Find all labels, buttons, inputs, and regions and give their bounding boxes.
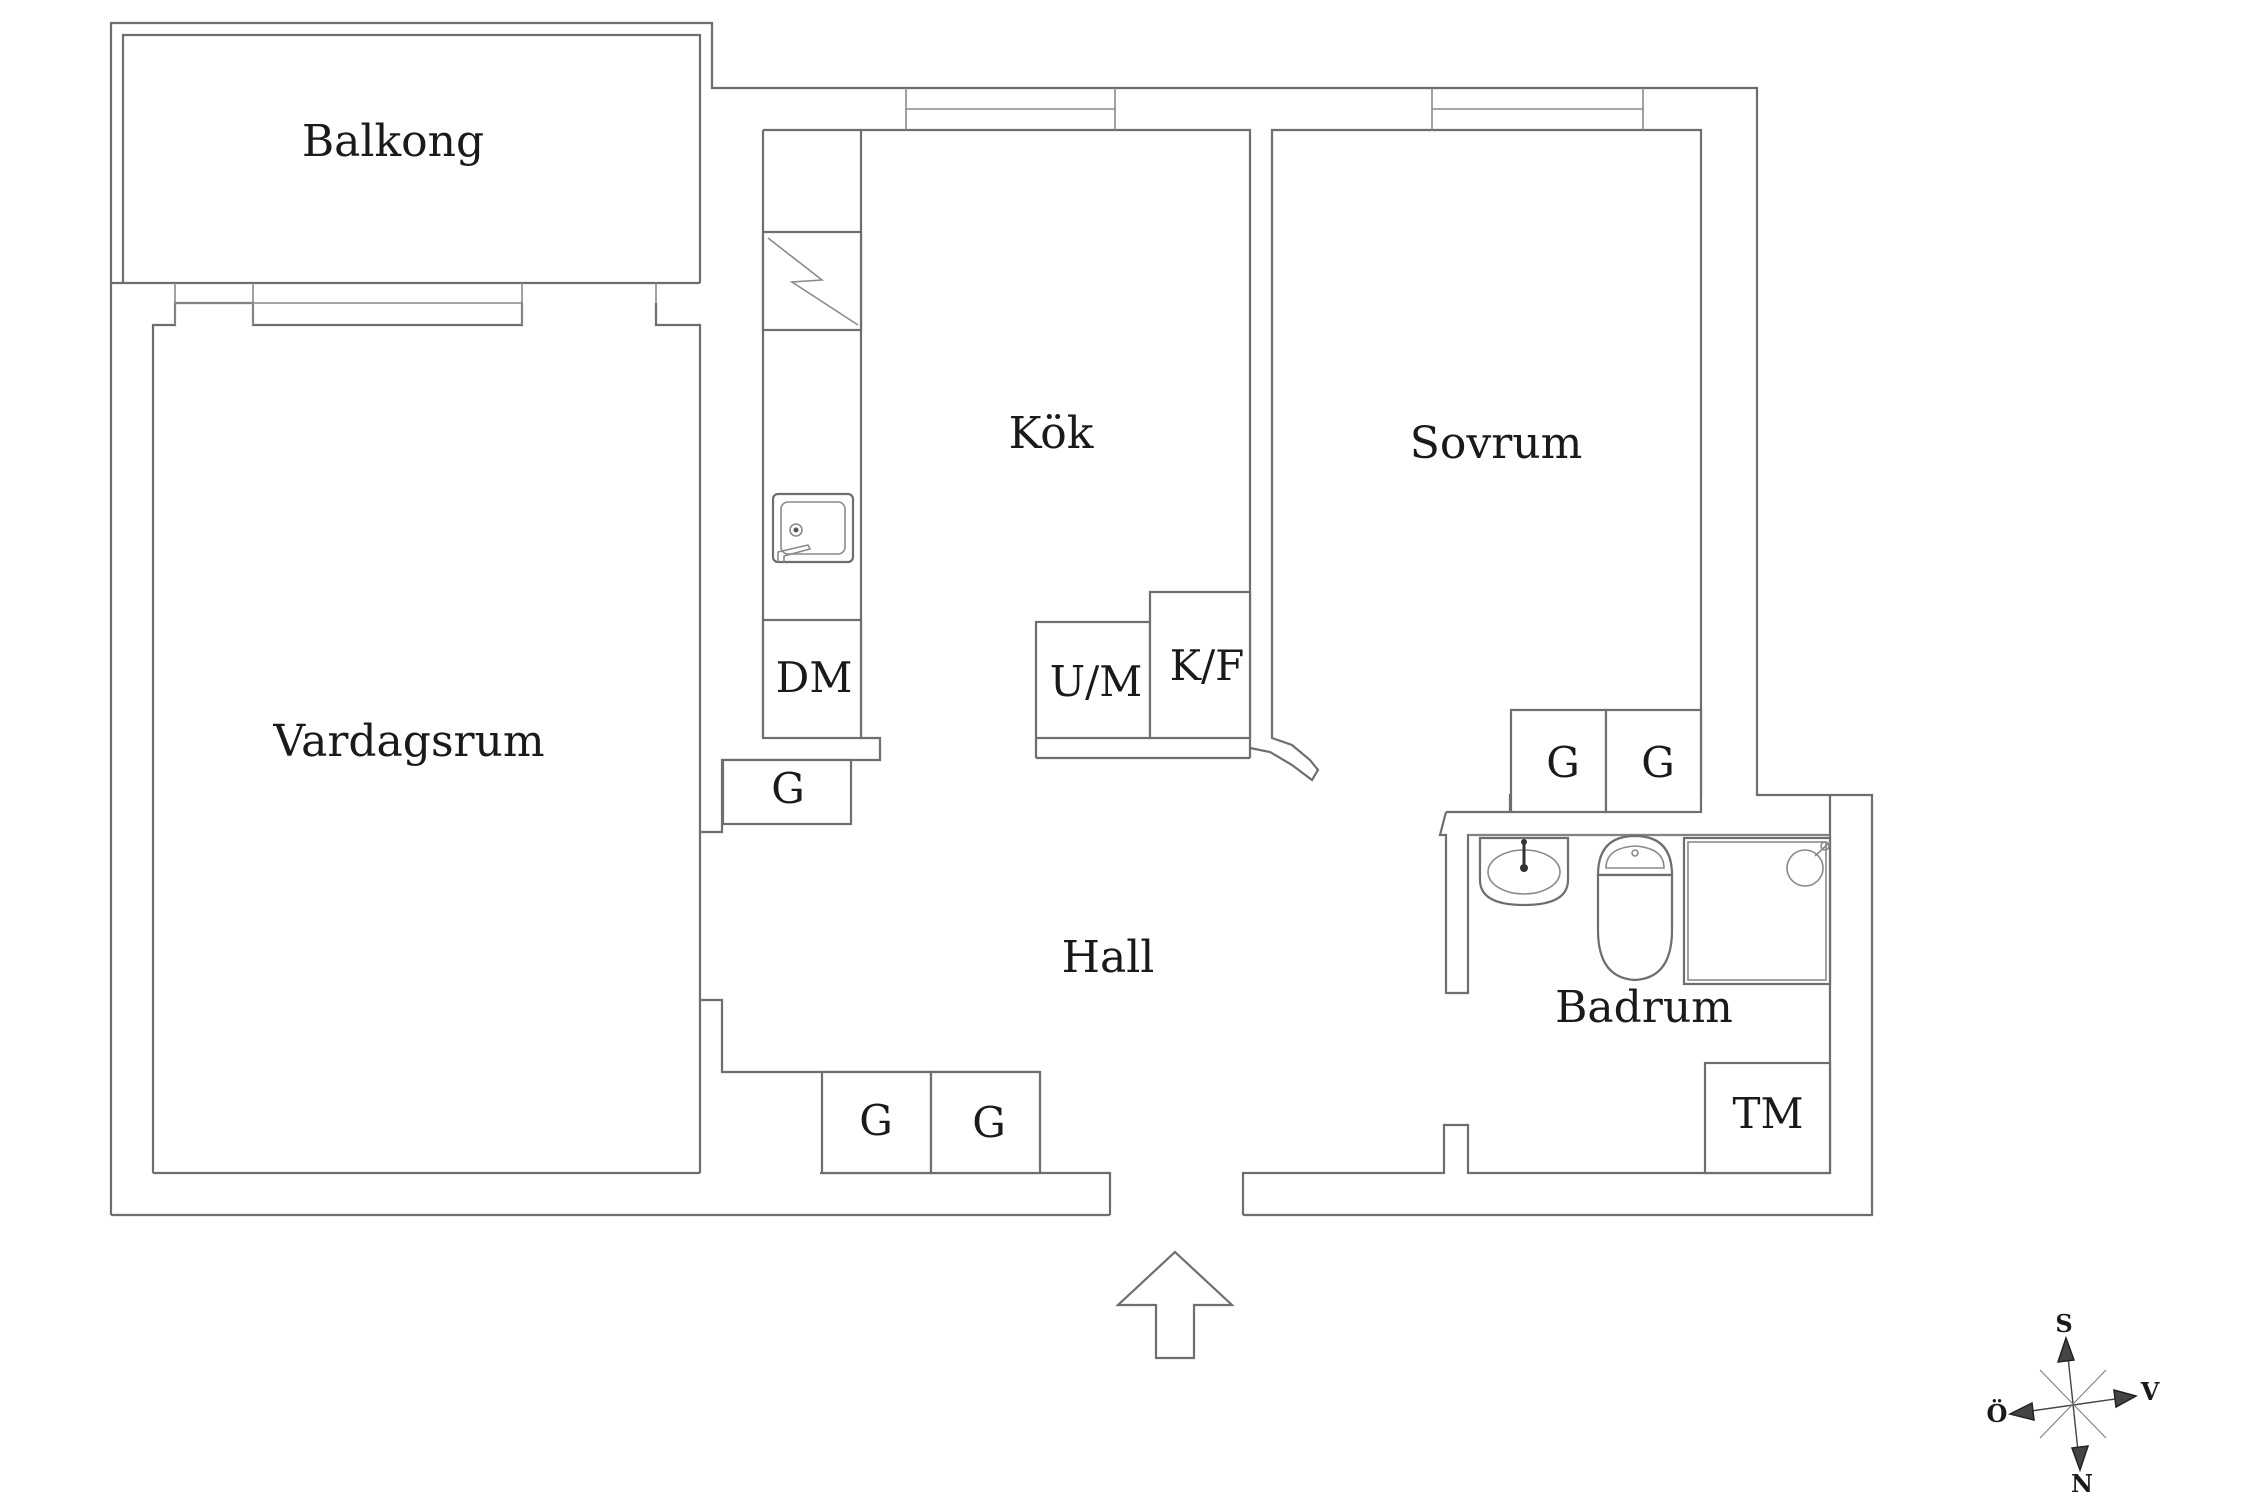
compass-north: N	[2071, 1469, 2093, 1498]
wardrobes	[721, 708, 1703, 1175]
room-label-sovrum: Sovrum	[1410, 418, 1583, 469]
stove-icon	[767, 237, 859, 326]
washing-machine	[1703, 1061, 1832, 1175]
wardrobe-hall-1	[820, 1070, 933, 1175]
kitchen-sink-icon	[771, 492, 855, 564]
label-fridge-freezer: K/F	[1170, 641, 1245, 690]
shower-icon	[1682, 836, 1832, 986]
label-wardrobe-bedroom-2: G	[1641, 738, 1675, 787]
label-wardrobe-hall-2: G	[972, 1098, 1006, 1147]
label-wardrobe-kitchen: G	[771, 764, 805, 813]
washbasin-icon	[1478, 836, 1570, 907]
room-label-kok: Kök	[1009, 408, 1094, 459]
room-label-balkong: Balkong	[302, 116, 484, 167]
label-washing-machine: TM	[1732, 1089, 1803, 1138]
toilet-icon	[1596, 834, 1674, 982]
room-label-vardagsrum: Vardagsrum	[272, 716, 544, 767]
wardrobe-bedroom-1	[1509, 708, 1608, 814]
room-label-badrum: Badrum	[1555, 982, 1733, 1033]
kitchen-appliances	[1034, 590, 1252, 760]
bathroom-fixtures	[1478, 834, 1832, 1175]
compass-south: S	[2055, 1309, 2072, 1338]
room-label-hall: Hall	[1062, 932, 1155, 983]
label-wardrobe-hall-1: G	[859, 1096, 893, 1145]
fixture-labels: DM U/M K/F G G G G G TM	[771, 641, 1803, 1147]
compass-east: Ö	[1987, 1399, 2008, 1428]
label-dishwasher: DM	[776, 653, 853, 702]
wardrobe-bedroom-2	[1604, 708, 1703, 814]
entrance-arrow-icon	[1115, 1250, 1235, 1360]
kitchen-counter	[761, 230, 863, 740]
room-labels: Balkong Kök Sovrum Vardagsrum Hall Badru…	[272, 116, 1733, 1033]
compass-west: V	[2140, 1377, 2160, 1406]
wardrobe-kitchen	[721, 758, 853, 826]
outer-walls	[109, 21, 1874, 1217]
label-wardrobe-bedroom-1: G	[1546, 738, 1580, 787]
wardrobe-hall-2	[929, 1070, 1042, 1175]
compass-rose-icon: S V Ö N	[1987, 1309, 2160, 1498]
label-oven-microwave: U/M	[1050, 657, 1143, 706]
